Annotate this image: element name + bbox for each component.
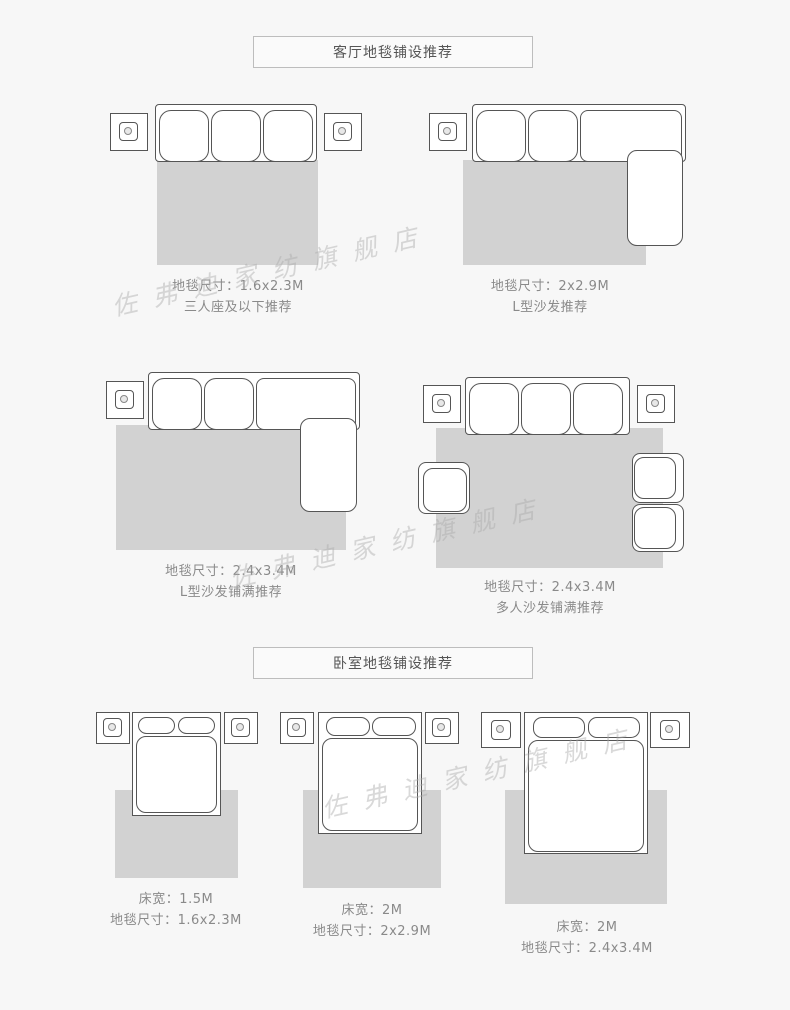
- sofa-cushion: [476, 110, 526, 162]
- recommendation-label: 多人沙发铺满推荐: [495, 601, 604, 616]
- rug-size-label: 地毯尺寸：2.4x3.4M: [165, 564, 297, 579]
- pillow-icon: [326, 717, 370, 736]
- recommendation-label: L型沙发铺满推荐: [179, 585, 283, 600]
- rug-size-label: 地毯尺寸：1.6x2.3M: [110, 913, 242, 928]
- sofa-cushion: [211, 110, 261, 162]
- nightstand-icon: [481, 712, 521, 748]
- bed-width-label: 床宽：2M: [341, 903, 403, 918]
- pillow-icon: [372, 717, 416, 736]
- rug: [157, 160, 318, 265]
- pillow-icon: [138, 717, 175, 734]
- side-table-icon: [110, 113, 148, 151]
- side-table-icon: [324, 113, 362, 151]
- recommendation-label: 三人座及以下推荐: [183, 300, 292, 315]
- bed-width-label: 床宽：2M: [556, 920, 618, 935]
- armchair-seat: [423, 468, 467, 512]
- armchair-seat: [634, 457, 676, 499]
- pillow-icon: [178, 717, 215, 734]
- rug-size-label: 地毯尺寸：2.4x3.4M: [484, 580, 616, 595]
- rug: [463, 160, 646, 265]
- rug-size-label: 地毯尺寸：2x2.9M: [312, 924, 432, 939]
- sofa-cushion: [204, 378, 254, 430]
- sofa-cushion: [152, 378, 202, 430]
- nightstand-icon: [425, 712, 459, 744]
- nightstand-icon: [280, 712, 314, 744]
- sofa-chaise: [627, 150, 683, 246]
- rug-size-label: 地毯尺寸：2.4x3.4M: [521, 941, 653, 956]
- armchair-seat: [634, 507, 676, 549]
- rug-size-label: 地毯尺寸：1.6x2.3M: [172, 279, 304, 294]
- pillow-icon: [533, 717, 585, 738]
- side-table-icon: [637, 385, 675, 423]
- rug: [436, 428, 663, 568]
- nightstand-icon: [650, 712, 690, 748]
- sofa-cushion: [159, 110, 209, 162]
- sofa-cushion: [263, 110, 313, 162]
- mattress: [136, 736, 217, 813]
- side-table-icon: [429, 113, 467, 151]
- mattress: [322, 738, 418, 831]
- sofa-chaise: [300, 418, 357, 512]
- side-table-icon: [106, 381, 144, 419]
- rug-size-label: 地毯尺寸：2x2.9M: [490, 279, 610, 294]
- side-table-icon: [423, 385, 461, 423]
- pillow-icon: [588, 717, 640, 738]
- recommendation-label: L型沙发推荐: [512, 300, 588, 315]
- sofa-cushion: [528, 110, 578, 162]
- nightstand-icon: [224, 712, 258, 744]
- bed-width-label: 床宽：1.5M: [138, 892, 214, 907]
- bedroom-section-title: 卧室地毯铺设推荐: [253, 647, 533, 679]
- sofa-cushion: [573, 383, 623, 435]
- sofa-cushion: [469, 383, 519, 435]
- living-room-section-title: 客厅地毯铺设推荐: [253, 36, 533, 68]
- nightstand-icon: [96, 712, 130, 744]
- mattress: [528, 740, 644, 852]
- sofa-cushion: [521, 383, 571, 435]
